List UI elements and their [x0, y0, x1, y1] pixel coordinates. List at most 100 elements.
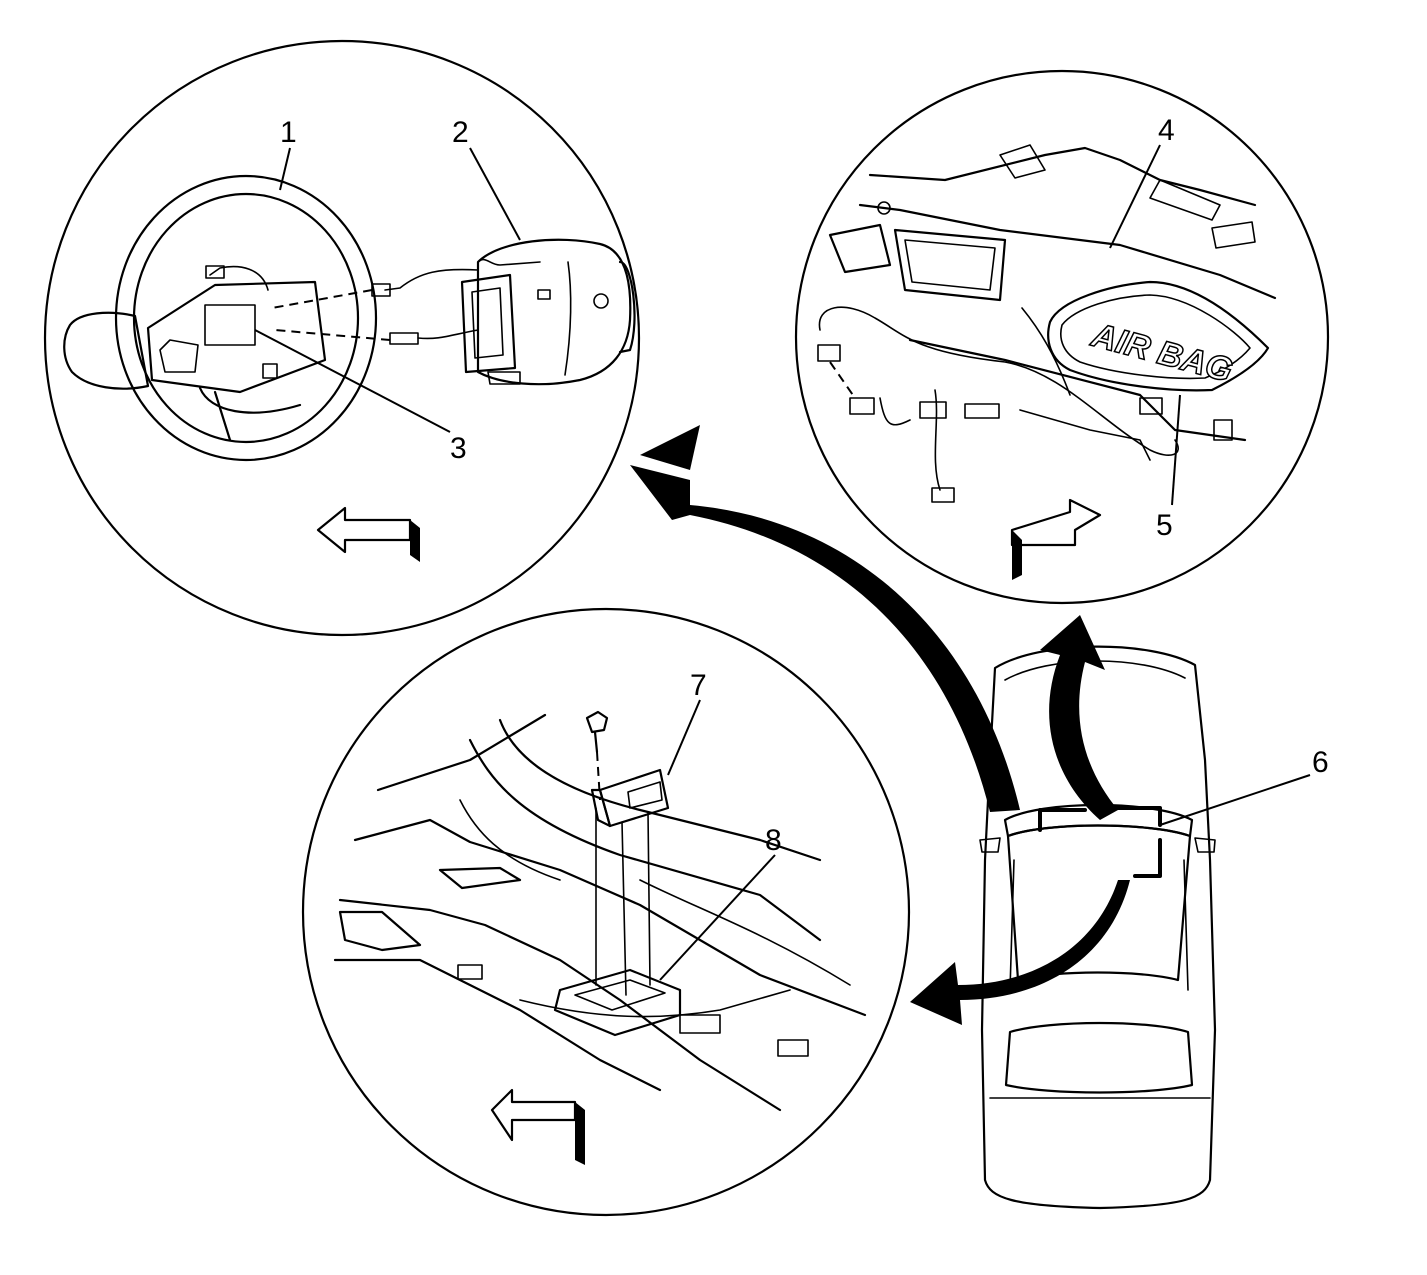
location-mark-passenger [1113, 806, 1162, 827]
instrument-panel-detail: AIR BAG 4 5 [794, 69, 1330, 605]
airbag-mount-bracket [1139, 397, 1163, 415]
module-tab [487, 371, 521, 385]
module-side [618, 260, 636, 354]
vehicle-mirror-left [979, 837, 1001, 853]
ip-connector-e [964, 403, 1000, 419]
dash-vent-right [1149, 179, 1221, 221]
inflator-module-base-face [471, 287, 504, 359]
view-direction-arrow-icon-shade [575, 1102, 585, 1165]
view-direction-arrow-icon-shade [410, 520, 420, 562]
bolt-alignment-dash [596, 751, 601, 801]
floor-pan-panel [438, 866, 522, 890]
callout-4: 4 [1158, 114, 1175, 147]
ip-connector-c [919, 401, 947, 419]
sensing-module-detail-frame [301, 607, 911, 1217]
harness-drop [934, 389, 941, 491]
floor-harness-right [639, 879, 851, 986]
sensing-module-mount-plate [553, 968, 682, 1037]
connection-dash-lower [274, 329, 391, 341]
align-line-3 [647, 811, 651, 986]
view-direction-arrow-icon-shade [1012, 530, 1022, 580]
hub-wiring [209, 265, 269, 291]
callout-3: 3 [450, 432, 467, 465]
dash-top-edge [868, 146, 1257, 207]
lower-spoke [198, 386, 302, 414]
airbag-bracket-right [1213, 419, 1233, 441]
callout-2: 2 [452, 116, 469, 149]
leader-7 [667, 699, 701, 776]
inflator-module-top-edge [477, 258, 541, 266]
hub-cavity [204, 304, 256, 346]
sensing-module-side [590, 788, 612, 828]
module-seam [564, 261, 572, 376]
leader-8 [659, 854, 776, 981]
lower-spoke-edge [213, 390, 232, 442]
leader-2 [469, 147, 521, 241]
module-pigtail-lower [417, 329, 479, 340]
glovebox-frame [893, 228, 1007, 302]
floor-harness-left [459, 799, 561, 881]
vehicle-windshield [1003, 803, 1194, 838]
hub-wiring-connector [205, 265, 225, 279]
leader-1 [279, 147, 291, 191]
vehicle-rear-window [1004, 1021, 1194, 1094]
inflator-module-base [460, 273, 517, 374]
left-bolt [877, 201, 891, 215]
callout-8: 8 [765, 824, 782, 857]
pointer-arrow-to-steering-wheel [630, 465, 1020, 812]
ip-connector-d [931, 487, 955, 503]
steering-wheel-rim-inner [132, 192, 360, 444]
dash-front-edge [858, 203, 1277, 300]
floor-line-3 [338, 898, 782, 1112]
airbag-label: AIR BAG [1087, 316, 1236, 390]
steering-wheel-rim [114, 174, 378, 462]
left-bracket [828, 223, 892, 274]
location-mark-steering [1038, 808, 1087, 832]
pointer-arrowhead-steering [640, 425, 700, 470]
callout-5: 5 [1156, 509, 1173, 542]
leader-3 [254, 329, 451, 433]
floor-connector [679, 1014, 721, 1034]
mounting-bolt-head [585, 710, 609, 734]
callout-6: 6 [1312, 746, 1329, 779]
harness-branch [879, 397, 911, 426]
steering-wheel-detail-frame [43, 39, 641, 637]
seat-connector [457, 964, 483, 980]
view-direction-arrow-icon [490, 1088, 577, 1142]
vehicle-mirror-right [1194, 837, 1216, 853]
vehicle-door-line-left [1009, 859, 1015, 991]
hub-connector [262, 363, 278, 379]
floor-harness-lower [519, 989, 791, 1018]
module-switch-left [537, 289, 551, 300]
module-switch-right [593, 293, 609, 309]
floor-line-4 [333, 958, 662, 1092]
inflatable-restraint-sensing-module [598, 768, 670, 828]
floor-tunnel-edge [353, 818, 867, 1017]
console-side [468, 738, 822, 942]
leader-4 [1109, 144, 1161, 249]
sensing-module-connector-port [627, 781, 663, 809]
instrument-panel-detail-frame [794, 69, 1330, 605]
steering-wheel-detail: 1 2 3 [43, 39, 641, 637]
cross-car-beam [908, 338, 1247, 442]
pointer-arrow-to-instrument-panel [1040, 615, 1118, 820]
console-top [498, 718, 822, 862]
dash-vent-left [999, 144, 1046, 179]
connection-dash-upper [271, 289, 373, 309]
pointer-arrow-to-sensing-module [910, 880, 1130, 1025]
seat-track-left [338, 910, 422, 952]
leader-6 [1159, 774, 1311, 826]
view-direction-arrow-icon [1010, 498, 1102, 547]
callout-7: 7 [690, 669, 707, 702]
instrument-panel-airbag-module [1047, 280, 1270, 392]
sensing-module-detail: 7 8 [301, 607, 911, 1217]
module-connector-lower [389, 332, 419, 345]
steering-column [63, 311, 150, 390]
airbag-pigtail [1021, 307, 1071, 396]
align-line-2 [621, 821, 627, 996]
ip-connection-dash [829, 361, 856, 399]
vehicle-body-outline [980, 645, 1217, 1210]
callout-1: 1 [280, 116, 297, 149]
vehicle-roof [1006, 824, 1192, 982]
